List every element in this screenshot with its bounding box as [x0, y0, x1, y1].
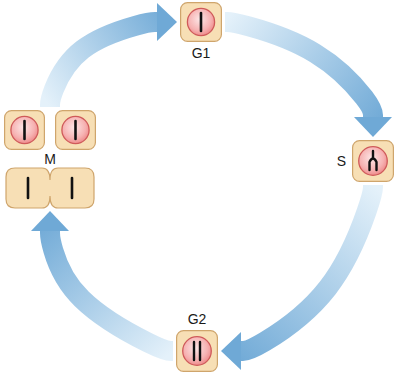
cell-body — [181, 3, 222, 42]
chromosome — [199, 342, 201, 360]
nucleus — [359, 147, 388, 176]
cell-body — [177, 331, 218, 372]
phase-label: M — [44, 151, 56, 167]
replicating-chromosome — [370, 151, 377, 170]
cell — [5, 111, 45, 150]
cell-phase: S — [352, 140, 394, 182]
chromosome — [23, 121, 26, 139]
nucleus — [62, 116, 89, 143]
nucleus — [183, 337, 212, 366]
phase-label: G2 — [188, 311, 207, 327]
arrow-shaft — [225, 22, 373, 117]
dividing-cell — [6, 168, 94, 208]
phase-label: G1 — [192, 45, 211, 61]
chromosome — [193, 342, 195, 360]
arrow-shaft — [50, 22, 157, 107]
label-holder: S — [337, 153, 346, 169]
cell-illustration — [180, 2, 222, 42]
chromosome — [200, 13, 203, 31]
cell — [177, 331, 218, 372]
cell — [353, 141, 394, 182]
cell — [181, 3, 222, 42]
phase-arrow — [50, 3, 177, 107]
cell-illustration — [176, 330, 218, 372]
label-holder: G2 — [188, 311, 207, 327]
cell-body — [353, 141, 394, 182]
phase-arrow — [31, 211, 173, 351]
arrow-head — [354, 117, 392, 137]
nucleus — [11, 116, 38, 143]
phase-arrow — [225, 22, 392, 137]
cell-phase: G2 — [176, 330, 218, 372]
cell-body — [5, 111, 45, 150]
cell-body — [56, 111, 96, 150]
arrow-head — [157, 3, 177, 41]
arrow-head — [31, 211, 69, 231]
nucleus — [187, 8, 214, 35]
arrow-head — [221, 332, 241, 370]
arrow-shaft — [241, 185, 373, 351]
cell-phase: M — [4, 110, 96, 208]
cell-illustration — [352, 140, 394, 182]
phase-label: S — [337, 153, 346, 169]
chromosome — [74, 121, 77, 139]
arrow-shaft — [50, 231, 173, 351]
chromosome — [27, 178, 30, 198]
cell — [6, 168, 94, 208]
chromosome — [71, 178, 74, 198]
cell-phase: G1 — [180, 2, 222, 42]
phase-arrow — [221, 185, 373, 370]
label-holder: G1 — [192, 45, 211, 61]
cell — [56, 111, 96, 150]
label-holder: M — [44, 151, 56, 167]
